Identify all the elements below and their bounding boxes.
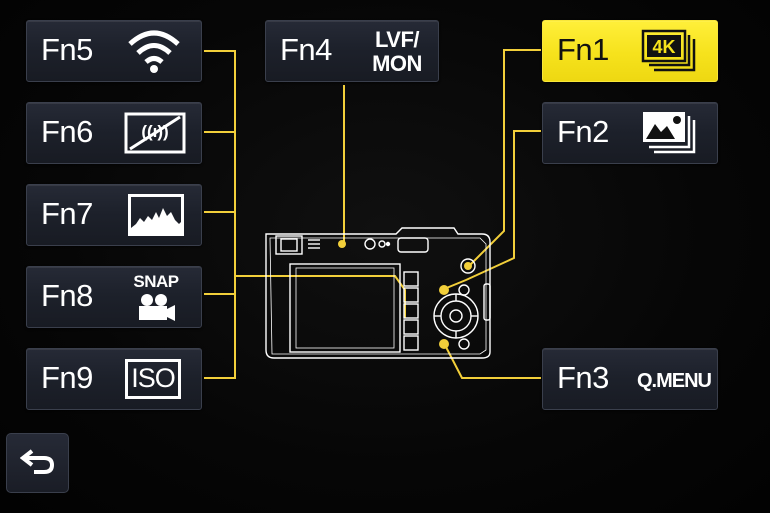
fn9-label: Fn9 [41,359,93,395]
fn8-button[interactable]: Fn8 SNAP [26,266,202,328]
fn6-icon-text: ((ı)) [141,122,169,141]
fn4-icon-text-line2: MON [372,51,422,76]
iso-icon: ISO [125,359,181,399]
fn3-icon-text: Q.MENU [637,370,712,392]
post-focus-icon [641,110,701,156]
fn7-label: Fn7 [41,195,93,231]
fn8-icon-text: SNAP [133,272,179,291]
fn5-label: Fn5 [41,31,93,67]
fn3-label: Fn3 [557,359,609,395]
fn7-button[interactable]: Fn7 [26,184,202,246]
fn4-icon-text-line1: LVF/ [374,27,420,52]
camera-back-diagram [265,227,491,359]
fn2-label: Fn2 [557,113,609,149]
fn1-icon-text: 4K [652,37,675,57]
fn4-button[interactable]: Fn4 LVF/ MON [265,20,439,82]
fn5-button[interactable]: Fn5 [26,20,202,82]
connector-fn1 [469,49,541,266]
4k-burst-icon: 4K [641,29,701,73]
wifi-icon [124,26,184,76]
back-button[interactable] [6,433,69,493]
fn6-label: Fn6 [41,113,93,149]
connector-fn2 [443,130,541,290]
fn1-label: Fn1 [557,31,609,67]
return-icon [19,447,56,480]
histogram-icon [128,194,184,236]
wireless-off-icon: ((ı)) [124,111,186,155]
fn1-button[interactable]: Fn1 4K [542,20,718,82]
fn2-button[interactable]: Fn2 [542,102,718,164]
snap-movie-icon: SNAP [127,271,185,323]
connector-fn5 [204,50,236,379]
fn9-button[interactable]: Fn9 ISO [26,348,202,410]
fn6-button[interactable]: Fn6 ((ı)) [26,102,202,164]
fn3-button[interactable]: Fn3 Q.MENU [542,348,718,410]
fn4-label: Fn4 [280,31,332,67]
fn8-label: Fn8 [41,277,93,313]
fn9-icon-text: ISO [131,363,176,393]
